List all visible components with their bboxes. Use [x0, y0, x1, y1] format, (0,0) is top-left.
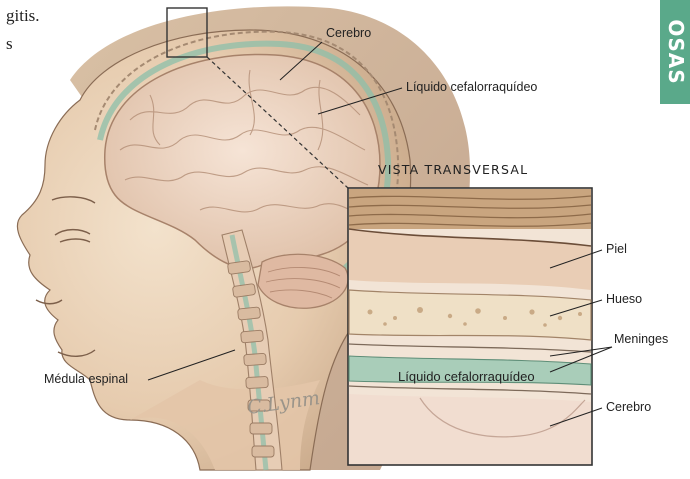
- section-tab: OSAS: [660, 0, 690, 104]
- label-cerebro-top: Cerebro: [326, 26, 371, 40]
- label-liquido-inset: Líquido cefalorraquídeo: [398, 369, 535, 384]
- label-cerebro-inset: Cerebro: [606, 400, 651, 414]
- intro-text-line-2: s: [6, 34, 13, 54]
- inset-cross-section: [348, 188, 592, 465]
- label-hueso: Hueso: [606, 292, 642, 306]
- cerebellum: [258, 254, 348, 308]
- label-piel: Piel: [606, 242, 627, 256]
- label-meninges: Meninges: [614, 332, 668, 346]
- label-medula: Médula espinal: [44, 372, 128, 386]
- intro-text-line-1: gitis.: [6, 6, 40, 26]
- label-liquido-top: Líquido cefalorraquídeo: [406, 80, 537, 94]
- section-tab-label: OSAS: [664, 2, 688, 102]
- inset-title: VISTA TRANSVERSAL: [378, 162, 528, 177]
